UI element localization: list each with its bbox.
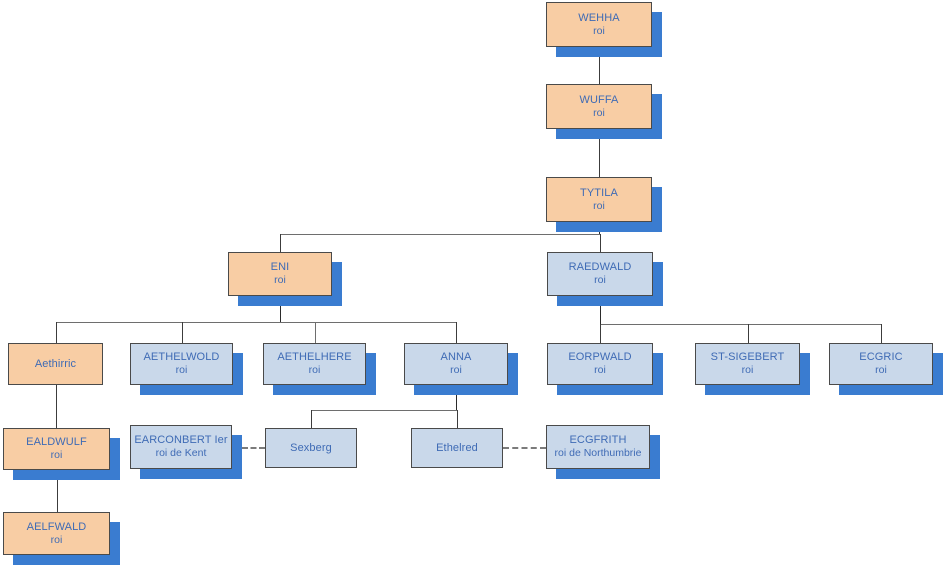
connector-line [280,296,281,322]
person-node-aethirric[interactable]: Aethirric [8,343,103,385]
person-role: roi de Kent [155,447,207,460]
person-node-sexberg[interactable]: Sexberg [265,428,357,468]
person-name: AETHELHERE [277,351,352,364]
connector-line [599,47,600,84]
person-name: ECGFRITH [569,434,627,447]
connector-line [600,324,601,343]
person-role: roi de Northumbrie [554,447,642,460]
connector-line [280,234,281,252]
connector-line [311,410,312,428]
connector-line [457,410,458,428]
connector-line [56,385,57,428]
person-role: roi [274,274,286,287]
connector-line [456,322,457,343]
person-role: roi [593,106,605,119]
person-role: roi [50,449,63,462]
person-name: ECGRIC [859,351,903,364]
connector-line [56,322,57,343]
person-name: Ethelred [436,441,478,454]
person-name: WEHHA [578,11,620,24]
person-name: Sexberg [290,441,332,454]
person-name: ANNA [440,351,472,364]
person-name: EORPWALD [568,351,632,364]
person-name: ENI [270,261,290,274]
person-name: Aethirric [34,357,77,370]
person-name: AELFWALD [26,520,87,533]
connector-line [748,324,749,343]
connector-line [280,234,600,235]
person-name: TYTILA [580,186,618,199]
person-role: roi [594,364,606,377]
connector-line [881,324,882,343]
person-name: ST-SIGEBERT [710,351,785,364]
marriage-connector [503,447,546,449]
person-role: roi [450,364,462,377]
person-name: AETHELWOLD [143,351,220,364]
connector-line [600,296,601,324]
person-name: RAEDWALD [568,261,632,274]
person-role: roi [308,364,321,377]
person-role: roi [594,274,606,287]
connector-line [456,385,457,410]
person-node-ethelred[interactable]: Ethelred [411,428,503,468]
marriage-connector [242,447,265,449]
person-role: roi [175,364,188,377]
connector-line [600,324,881,325]
person-role: roi [875,364,887,377]
connector-line [57,470,58,512]
person-role: roi [50,533,63,546]
connector-line [56,322,456,323]
person-role: roi [593,199,605,212]
person-role: roi [593,24,605,37]
connector-line [600,234,601,252]
person-name: EARCONBERT Ier [134,434,228,447]
connector-line [315,322,316,343]
person-name: WUFFA [579,93,619,106]
person-role: roi [741,364,754,377]
person-name: EALDWULF [26,436,87,449]
connector-line [599,129,600,177]
connector-line [311,410,457,411]
connector-line [182,322,183,343]
